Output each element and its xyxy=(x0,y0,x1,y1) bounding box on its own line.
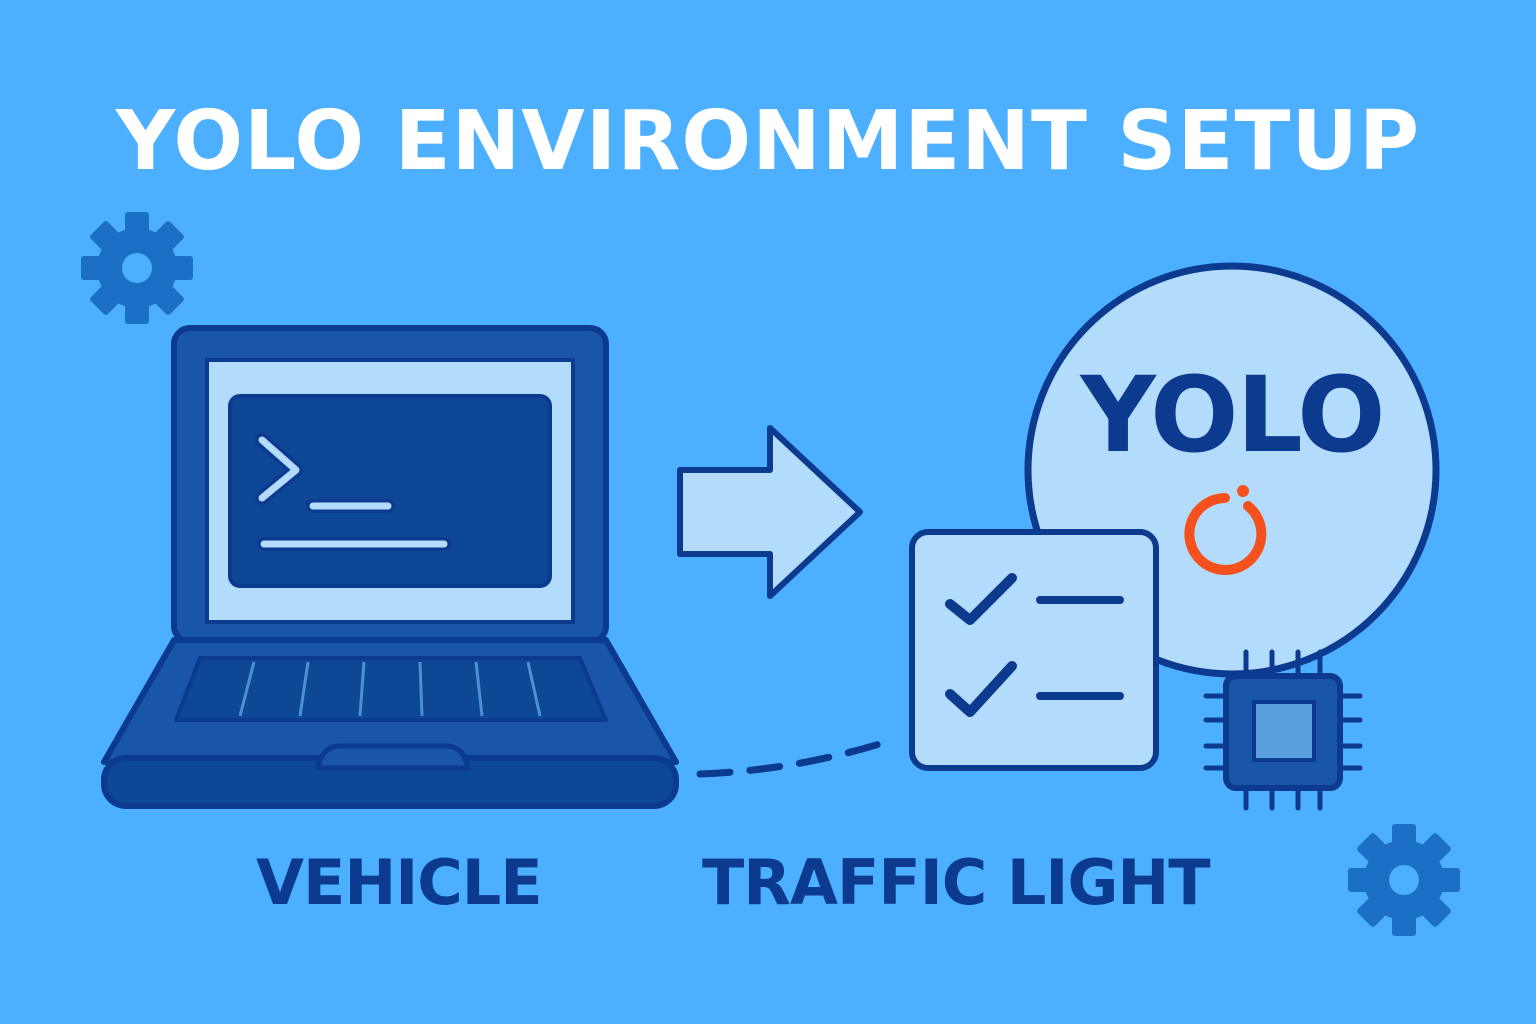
pytorch-icon xyxy=(1184,485,1267,575)
laptop-icon xyxy=(101,325,679,809)
yolo-badge-text: YOLO xyxy=(1080,354,1386,476)
traffic-light-label: TRAFFIC LIGHT xyxy=(702,846,1211,919)
vehicle-label: VEHICLE xyxy=(256,846,543,919)
terminal-window xyxy=(228,394,552,588)
checklist-icon xyxy=(909,529,1159,771)
laptop-keyboard xyxy=(174,656,608,722)
gear-icon xyxy=(1348,824,1460,936)
dashed-connector xyxy=(696,736,896,778)
chip-icon xyxy=(1203,649,1363,811)
arrow-right-icon xyxy=(677,425,863,599)
gear-icon xyxy=(81,212,193,324)
page-title: YOLO ENVIRONMENT SETUP xyxy=(115,94,1421,189)
